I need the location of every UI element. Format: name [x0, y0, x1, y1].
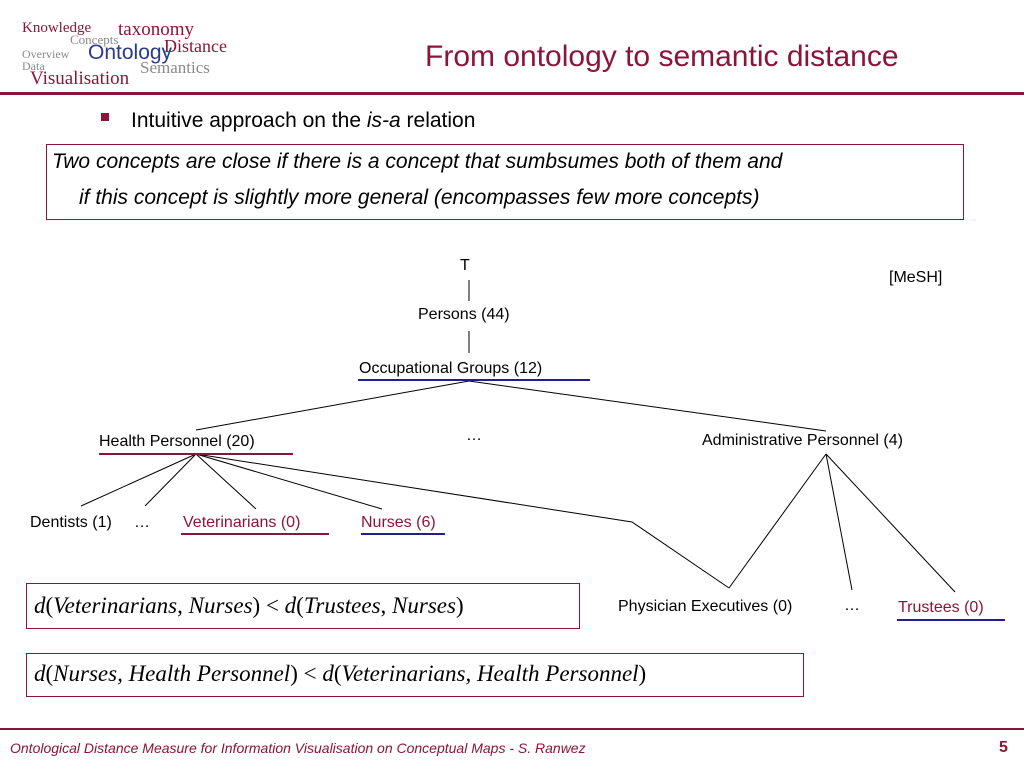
node-occupational-groups: Occupational Groups (12): [359, 360, 543, 377]
formula-1-paren-open-2: (: [296, 593, 304, 618]
edge-occupational-administrative: [468, 380, 827, 432]
node-administrative-personnel: Administrative Personnel (4): [702, 432, 903, 449]
formula-1-d2: d: [284, 593, 297, 618]
logo-word-concepts: Concepts: [70, 32, 118, 47]
footer-text: Ontological Distance Measure for Informa…: [10, 740, 586, 756]
bullet-square: [101, 113, 109, 121]
page-number: 5: [999, 739, 1008, 756]
node-health-personnel: Health Personnel (20): [99, 433, 255, 450]
logo-word-distance: Distance: [164, 36, 227, 56]
node-nurses: Nurses (6): [361, 514, 436, 531]
edge-administrative-trustees: [825, 453, 956, 593]
node-veterinarians: Veterinarians (0): [183, 514, 301, 531]
formula-2-pair-b: Veterinarians, Health Personnel: [341, 661, 639, 686]
node-persons: Persons (44): [418, 306, 510, 323]
formula-2-pair-a: Nurses, Health Personnel: [53, 661, 291, 686]
edge-administrative-ellipsis: [825, 453, 853, 591]
logo-word-semantics: Semantics: [140, 58, 210, 77]
formula-1-d: d: [34, 593, 46, 618]
logo-word-cloud: Knowledge taxonomy Concepts Overview Ont…: [22, 19, 227, 88]
slide-title: From ontology to semantic distance: [425, 40, 899, 73]
edge-health-dentists: [80, 453, 197, 507]
header-rule: [0, 92, 1024, 95]
node-ellipsis-middle: …: [466, 427, 482, 444]
node-root: T: [460, 257, 470, 274]
formula-1-less-than: ) <: [252, 593, 285, 618]
edge-occupational-health: [195, 380, 470, 431]
definition-line-2: if this concept is slightly more general…: [79, 186, 760, 209]
logo-word-knowledge: Knowledge: [22, 20, 91, 36]
formula-1-comma: ,: [177, 593, 189, 618]
formula-box-1: [26, 583, 580, 629]
bullet-emphasis: is-a: [366, 109, 401, 132]
formula-box-2: [26, 653, 804, 697]
formula-2: d(Nurses, Health Personnel) < d(Veterina…: [34, 661, 646, 687]
logo-word-overview: Overview: [22, 47, 70, 61]
bullet-text: Intuitive approach on the is-a relation: [131, 109, 475, 133]
node-dentists: Dentists (1): [30, 514, 112, 531]
node-ellipsis-admin: …: [844, 597, 860, 614]
formula-1-paren-open: (: [45, 593, 54, 618]
formula-2-paren-close: ): [638, 661, 647, 686]
formula-2-paren-open-2: (: [333, 661, 342, 686]
node-trustees: Trustees (0): [898, 599, 984, 616]
node-physician-executives: Physician Executives (0): [618, 598, 793, 615]
formula-1-term-a: Veterinarians: [53, 593, 178, 618]
footer-rule: [0, 728, 1024, 730]
logo-word-data: Data: [22, 59, 45, 73]
formula-2-d: d: [34, 661, 46, 686]
formula-2-paren-open: (: [45, 661, 54, 686]
logo-word-visualisation: Visualisation: [30, 68, 130, 88]
definition-box: [46, 144, 964, 220]
edge-health-veterinarians: [195, 453, 257, 510]
formula-2-less-than: ) <: [290, 661, 323, 686]
edge-health-physician-executives: [195, 453, 730, 589]
formula-1-term-d: Nurses: [392, 593, 456, 618]
formula-1: d(Veterinarians, Nurses) < d(Trustees, N…: [34, 593, 464, 619]
edge-administrative-physician-executives: [728, 453, 827, 589]
logo-word-taxonomy: taxonomy: [118, 19, 194, 40]
formula-1-term-c: Trustees: [303, 593, 381, 618]
definition-line-1: Two concepts are close if there is a con…: [52, 150, 783, 173]
node-ellipsis-dentists: …: [134, 514, 150, 531]
logo-word-ontology: Ontology: [88, 41, 173, 64]
formula-1-paren-close: ): [455, 593, 464, 618]
bullet-suffix: relation: [400, 109, 476, 132]
formula-1-term-b: Nurses: [188, 593, 253, 618]
source-label: [MeSH]: [889, 269, 943, 286]
formula-2-d2: d: [322, 661, 334, 686]
edge-health-ellipsis: [144, 453, 197, 507]
edge-health-nurses: [195, 453, 383, 510]
bullet-prefix: Intuitive approach on the: [131, 109, 367, 132]
formula-1-comma-2: ,: [380, 593, 393, 618]
